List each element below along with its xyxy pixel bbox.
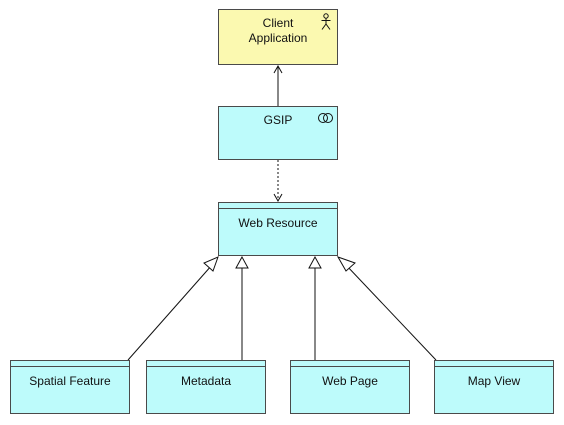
- gsip-label: GSIP: [263, 113, 293, 127]
- edge-metadata-generalization: [235, 255, 249, 360]
- metadata-header-band: [147, 361, 265, 367]
- client-application-node[interactable]: Client Application: [218, 9, 338, 65]
- edge-gsip-to-web-resource: [273, 160, 283, 203]
- web-page-node[interactable]: Web Page: [290, 360, 410, 414]
- web-page-label: Web Page: [322, 374, 378, 388]
- spatial-feature-label: Spatial Feature: [29, 374, 111, 388]
- actor-stick-figure-icon: [321, 13, 331, 30]
- map-view-node[interactable]: Map View: [434, 360, 554, 414]
- web-resource-node[interactable]: Web Resource: [218, 202, 338, 256]
- metadata-label: Metadata: [180, 374, 232, 388]
- gsip-node[interactable]: GSIP: [218, 106, 338, 160]
- spatial-feature-header-band: [11, 361, 129, 367]
- edge-spatial-feature-generalization: [127, 256, 219, 361]
- web-resource-header-band: [219, 203, 337, 209]
- client-application-label-line2: Application: [248, 31, 308, 45]
- web-resource-label: Web Resource: [238, 216, 318, 230]
- client-application-label-line1: Client: [262, 16, 294, 30]
- metadata-node[interactable]: Metadata: [146, 360, 266, 414]
- web-page-header-band: [291, 361, 409, 367]
- edge-map-view-generalization: [336, 256, 437, 361]
- spatial-feature-node[interactable]: Spatial Feature: [10, 360, 130, 414]
- map-view-header-band: [435, 361, 553, 367]
- edge-web-page-generalization: [308, 255, 322, 360]
- interface-circles-icon: [318, 113, 333, 123]
- map-view-label: Map View: [467, 374, 521, 388]
- edge-gsip-to-client: [273, 64, 283, 106]
